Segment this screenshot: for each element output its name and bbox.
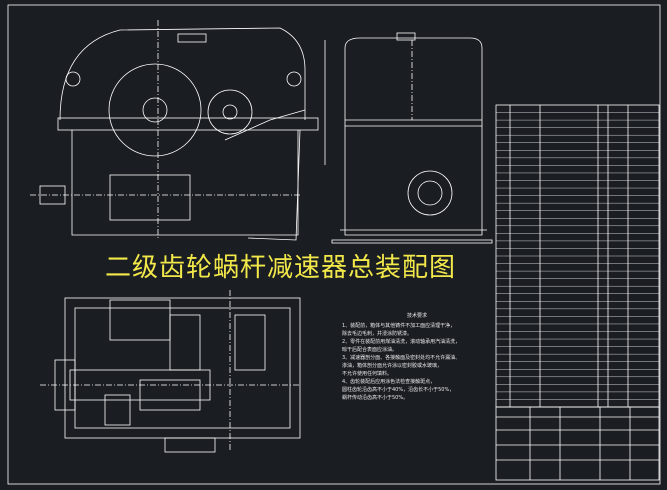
sheet-border (7, 4, 661, 485)
technical-requirements: 技术要求 1、装配前，箱体与其他铸件不加工面应清理干净， 除去毛边毛刺，并浸涂防… (342, 312, 492, 402)
bom-rule-lines (496, 112, 659, 400)
note-line: 2、零件在装配前用煤油清洗，滚动轴承用汽油清洗， (342, 339, 461, 345)
note-line: 渗油，箱体剖分面允许涂以密封胶或水玻璃， (342, 363, 443, 369)
note-line: 晾干后配合表面应涂油。 (342, 347, 398, 353)
note-line: 蜗杆传动沿齿高不小于50%。 (342, 395, 409, 401)
note-line: 圆柱齿轮沿齿高不小于40%，沿齿长不小于50%， (342, 387, 455, 393)
side-view (331, 32, 493, 244)
title-block (495, 406, 660, 481)
note-line: 3、减速器剖分面、各接触面及密封处均不允许漏油、 (342, 355, 461, 361)
notes-title: 技术要求 (406, 313, 427, 319)
front-view (30, 20, 326, 241)
note-line: 除去毛边毛刺，并浸涂防锈漆。 (342, 331, 413, 337)
plan-view (40, 290, 301, 453)
drawing-title: 二级齿轮蜗杆减速器总装配图 (105, 253, 457, 283)
note-line: 4、齿轮装配后应用涂色法检查接触斑点， (342, 379, 436, 385)
note-line: 1、装配前，箱体与其他铸件不加工面应清理干净， (342, 323, 456, 329)
note-line: 不允许使用任何填料。 (342, 371, 393, 377)
